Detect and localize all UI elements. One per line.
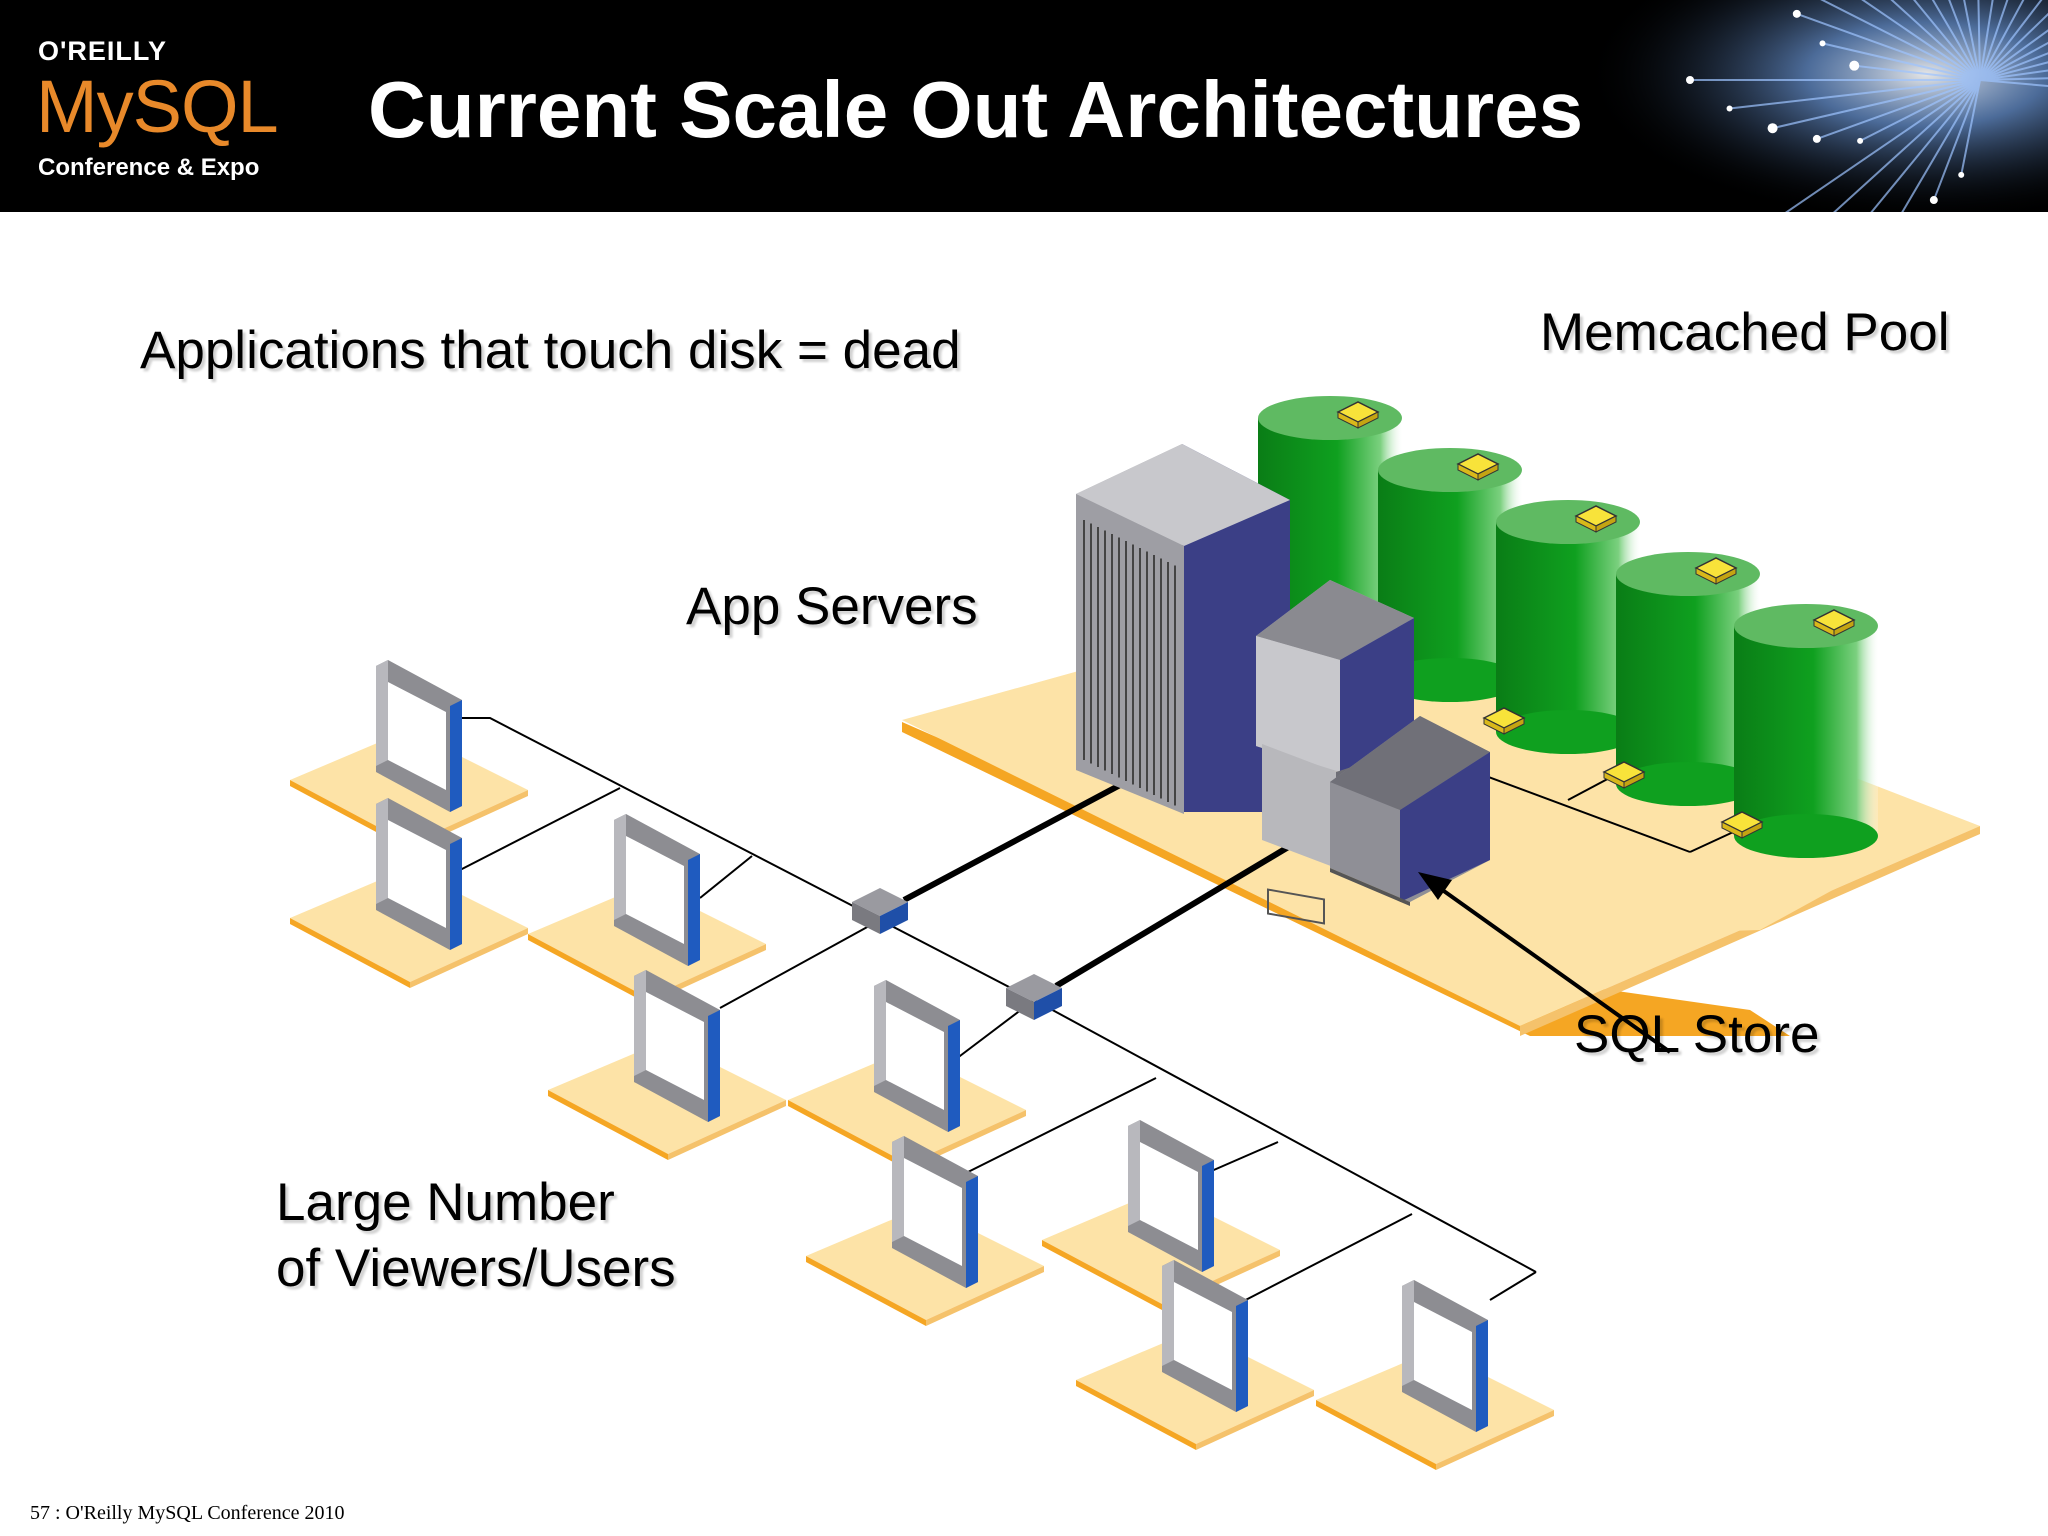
cache-chip — [1720, 811, 1764, 839]
app-servers-label: App Servers — [686, 577, 978, 636]
slide-footer: 57 : O'Reilly MySQL Conference 2010 — [30, 1502, 345, 1524]
cache-chip — [1574, 505, 1618, 533]
network-switch-1 — [852, 888, 908, 934]
monitor-icon — [1128, 1120, 1214, 1272]
sql-store-arrow — [1418, 872, 1672, 1054]
fiber-light-dot — [1767, 123, 1778, 134]
slide-title: Current Scale Out Architectures — [368, 65, 1584, 154]
network-lines — [459, 717, 1743, 1307]
fiber-light-dot — [1849, 60, 1860, 71]
monitor-icon — [614, 814, 700, 966]
fiber-light-dot — [1686, 76, 1694, 84]
user-workstation — [548, 970, 786, 1160]
monitor-icon — [376, 660, 462, 812]
fiber-light-dot — [1958, 171, 1965, 178]
fiber-light-dot — [1857, 137, 1864, 144]
fiber-light-dot — [1819, 40, 1826, 47]
logo-publisher: O'REILLY — [38, 36, 167, 66]
logo-event: Conference & Expo — [38, 154, 260, 181]
monitor-icon — [892, 1136, 978, 1288]
fiber-light-dot — [1812, 134, 1821, 143]
users-label-line2: of Viewers/Users — [276, 1239, 676, 1299]
network-switch-2 — [1006, 974, 1062, 1020]
memcached-pool-label: Memcached Pool — [1540, 303, 1950, 362]
user-workstations — [290, 660, 1554, 1470]
fiber-light-dot — [1929, 196, 1938, 205]
monitor-icon — [874, 980, 960, 1132]
cache-chip — [1482, 707, 1526, 735]
user-workstation — [290, 798, 528, 988]
trunk-lines — [902, 781, 1292, 989]
user-workstation — [806, 1136, 1044, 1326]
cache-chip — [1694, 557, 1738, 585]
disk-note-label: Applications that touch disk = dead — [140, 321, 961, 380]
logo-product: MySQL — [36, 65, 279, 148]
cache-chip — [1456, 453, 1500, 481]
fiber-light-dot — [1726, 105, 1733, 112]
monitor-icon — [376, 798, 462, 950]
memcached-pool — [1258, 396, 1878, 858]
fiber-light-dot — [1792, 9, 1801, 18]
cache-chip — [1602, 761, 1646, 789]
fiber-optic-decoration — [1560, 0, 2048, 212]
memcached-node — [1734, 604, 1878, 858]
app-server-tower — [1076, 444, 1290, 814]
architecture-diagram — [290, 396, 1980, 1470]
users-label-line1: Large Number — [276, 1173, 615, 1232]
sql-store-servers — [1256, 580, 1490, 925]
cache-chip — [1812, 609, 1856, 637]
conference-logo: O'REILLY MySQL Conference & Expo — [36, 36, 306, 186]
user-workstation — [788, 980, 1026, 1170]
cache-chip — [1336, 401, 1380, 429]
monitor-icon — [1162, 1260, 1248, 1412]
slide-header: O'REILLY MySQL Conference & Expo Current… — [0, 0, 2048, 212]
user-workstation — [1042, 1120, 1280, 1310]
user-workstation — [528, 814, 766, 1004]
users-label: Large Number of Viewers/Users — [276, 1170, 676, 1303]
sql-store-label: SQL Store — [1574, 1005, 1820, 1064]
user-workstation — [1076, 1260, 1314, 1450]
monitor-icon — [1402, 1280, 1488, 1432]
monitor-icon — [634, 970, 720, 1122]
memcached-node — [1616, 552, 1760, 806]
user-workstation — [1316, 1280, 1554, 1470]
